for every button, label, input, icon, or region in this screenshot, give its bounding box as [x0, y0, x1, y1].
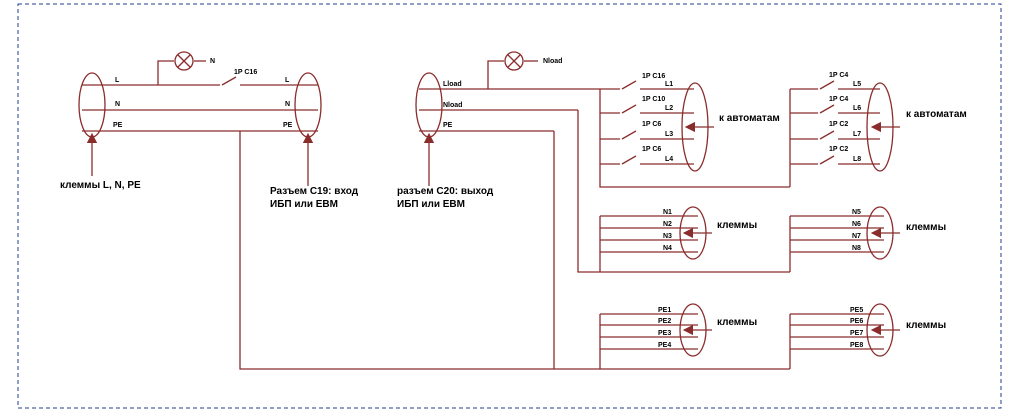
pe-b-pe6: PE6	[850, 318, 863, 325]
pe-b-pe7: PE7	[850, 330, 863, 337]
input-connector-ellipse	[294, 72, 322, 138]
neutral-b-n7: N7	[852, 233, 861, 240]
breaker-b1-line: L5	[853, 81, 861, 88]
breaker-b2-line: L6	[853, 105, 861, 112]
breaker-b1-rating: 1P C4	[829, 72, 848, 79]
output-connector-ellipse	[415, 72, 443, 138]
breakers-a-group	[600, 80, 694, 165]
caption-c19-line2: ИБП или EBM	[270, 199, 338, 210]
pe-a-pe2: PE2	[658, 318, 671, 325]
output-lamp-icon	[504, 51, 524, 71]
input-breaker-contact	[221, 76, 237, 86]
input-label-l: L	[115, 77, 120, 84]
breakers-a-caption: к автоматам	[719, 113, 780, 124]
neutral-a-n1: N1	[663, 209, 672, 216]
neutral-b-n8: N8	[852, 245, 861, 252]
connector-label-l: L	[285, 77, 290, 84]
neutral-b-n6: N6	[852, 221, 861, 228]
breaker-a3-rating: 1P C6	[642, 121, 661, 128]
output-label-lload: Lload	[443, 81, 462, 88]
breaker-a2-rating: 1P C10	[642, 96, 665, 103]
output-label-nload: Nload	[443, 102, 462, 109]
diagram-border	[17, 3, 1002, 409]
input-label-pe: PE	[113, 122, 123, 129]
breaker-a4-line: L4	[665, 156, 673, 163]
caption-input-terminals: клеммы L, N, PE	[60, 180, 141, 191]
breaker-b3-rating: 1P C2	[829, 121, 848, 128]
input-terminal-ellipse	[78, 72, 106, 138]
input-breaker-label: 1P C16	[234, 69, 257, 76]
breaker-a1-line: L1	[665, 81, 673, 88]
breaker-b4-rating: 1P C2	[829, 146, 848, 153]
output-lamp-wire	[487, 60, 504, 89]
input-lamp-icon	[174, 51, 194, 71]
breakers-b-caption: к автоматам	[906, 109, 967, 120]
input-lamp-cross-2	[177, 54, 191, 68]
pe-a-group	[600, 313, 698, 350]
input-lamp-wire	[157, 60, 174, 85]
breaker-a4-rating: 1P C6	[642, 146, 661, 153]
pe-b-group	[790, 313, 884, 350]
neutral-a-group	[600, 215, 698, 253]
breaker-b4-line: L8	[853, 156, 861, 163]
caption-c20-line2: ИБП или EBM	[397, 199, 465, 210]
breaker-a2-line: L2	[665, 105, 673, 112]
pe-a-pe3: PE3	[658, 330, 671, 337]
caption-c19-line1: Разъем С19: вход	[270, 186, 359, 197]
pe-b-pe8: PE8	[850, 342, 863, 349]
pe-a-caption: клеммы	[717, 317, 757, 328]
neutral-bus	[577, 110, 790, 273]
neutral-b-group	[790, 215, 884, 253]
neutral-b-caption: клеммы	[906, 222, 946, 233]
neutral-b-n5: N5	[852, 209, 861, 216]
output-lamp-label: Nload	[543, 58, 562, 65]
output-lamp-cross-2	[507, 54, 521, 68]
pe-b-caption: клеммы	[906, 320, 946, 331]
neutral-a-n4: N4	[663, 245, 672, 252]
ground-bus	[239, 131, 600, 370]
pe-a-bus	[599, 314, 790, 370]
pe-a-pe1: PE1	[658, 307, 671, 314]
breakers-a-bus	[599, 89, 790, 188]
breaker-a1-rating: 1P C16	[642, 73, 665, 80]
input-lamp-label: N	[210, 58, 215, 65]
neutral-a-caption: клеммы	[717, 220, 757, 231]
breaker-a3-line: L3	[665, 131, 673, 138]
neutral-a-n2: N2	[663, 221, 672, 228]
input-label-n: N	[115, 101, 120, 108]
connector-label-pe: PE	[283, 122, 293, 129]
caption-c20-line1: разъем С20: выход	[397, 186, 494, 197]
pe-b-pe5: PE5	[850, 307, 863, 314]
breaker-b3-line: L7	[853, 131, 861, 138]
breaker-b2-rating: 1P C4	[829, 96, 848, 103]
output-label-pe: PE	[443, 122, 453, 129]
neutral-a-n3: N3	[663, 233, 672, 240]
connector-label-n: N	[285, 101, 290, 108]
pe-a-pe4: PE4	[658, 342, 671, 349]
